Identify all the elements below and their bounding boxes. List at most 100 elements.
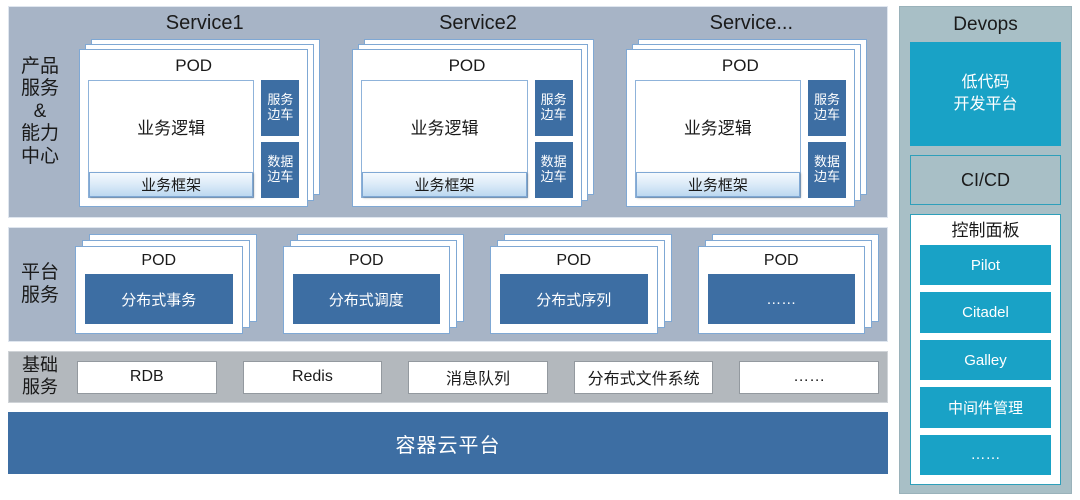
- data-sidecar: 数据 边车: [534, 142, 573, 198]
- service-title: Service1: [165, 12, 244, 34]
- layer-container-cloud-platform: 容器云平台: [8, 412, 888, 474]
- basic-service-item[interactable]: RDB: [77, 360, 217, 394]
- sidecar-line: 边车: [267, 107, 294, 122]
- pod-stack: POD 业务逻辑 业务框架 服务: [625, 39, 867, 207]
- business-box: 业务逻辑 业务框架: [634, 80, 801, 198]
- platform-pod-1[interactable]: POD 分布式事务: [75, 234, 257, 334]
- layer-stack: 产品 服务 & 能力 中心 Service1: [8, 6, 888, 494]
- basic-services-body: RDB Redis 消息队列 分布式文件系统 ……: [71, 352, 887, 402]
- sidecar-line: 数据: [813, 154, 840, 170]
- sidecar-line: 边车: [267, 169, 294, 184]
- business-framework-bar: 业务框架: [635, 172, 800, 197]
- business-box: 业务逻辑 业务框架: [361, 80, 528, 198]
- pod-title: POD: [763, 252, 799, 269]
- label-line: 服务: [20, 284, 59, 306]
- sidecar-line: 服务: [540, 92, 567, 108]
- pod-title: POD: [721, 56, 759, 75]
- layer-basic-service: 基础 服务 RDB Redis 消息队列 分布式文件系统 ……: [8, 351, 888, 403]
- label-line: 产品: [20, 55, 59, 77]
- service-column-3[interactable]: Service... POD 业务逻辑 业务框: [622, 11, 881, 211]
- sidecar-line: 边车: [540, 107, 567, 122]
- pod-title: POD: [141, 252, 177, 269]
- sidecar-line: 服务: [267, 92, 294, 108]
- platform-pod-2[interactable]: POD 分布式调度: [282, 234, 464, 334]
- pod-title: POD: [448, 56, 486, 75]
- control-panel-item-pilot[interactable]: Pilot: [920, 245, 1051, 286]
- sidecar-group: 服务 边车 数据 边车: [534, 80, 573, 198]
- control-panel-list: Pilot Citadel Galley 中间件管理 ……: [920, 245, 1051, 476]
- pod-title: POD: [556, 252, 592, 269]
- control-panel-item-citadel[interactable]: Citadel: [920, 292, 1051, 333]
- pod-card[interactable]: POD 业务逻辑 业务框架 服务: [625, 49, 855, 207]
- sidecar-line: 边车: [813, 169, 840, 184]
- layer-platform-service: 平台 服务 POD 分布式事务: [8, 227, 888, 342]
- service-sidecar: 服务 边车: [261, 80, 300, 136]
- business-framework-bar: 业务框架: [89, 172, 254, 197]
- pod-card[interactable]: POD 分布式事务: [75, 246, 243, 334]
- pod-stack: POD 分布式序列: [490, 234, 672, 334]
- business-box: 业务逻辑 业务框架: [88, 80, 255, 198]
- devops-panel: Devops 低代码 开发平台 CI/CD 控制面板 Pilot Citadel…: [899, 6, 1072, 494]
- control-panel-item-galley[interactable]: Galley: [920, 339, 1051, 381]
- service-columns-body: Service1 POD 业务逻辑 业务框架: [71, 7, 887, 217]
- service-sidecar: 服务 边车: [534, 80, 573, 136]
- label-line: 服务: [20, 78, 59, 100]
- pod-stack: POD 业务逻辑 业务框架 服务: [352, 39, 594, 207]
- service-sidecar: 服务 边车: [807, 80, 846, 136]
- layer-product-service-label: 产品 服务 & 能力 中心: [9, 7, 71, 217]
- pod-stack: POD ……: [697, 234, 879, 334]
- basic-service-item[interactable]: Redis: [242, 360, 383, 394]
- control-panel-item-middleware[interactable]: 中间件管理: [920, 387, 1051, 428]
- control-panel-card: 控制面板 Pilot Citadel Galley 中间件管理 ……: [910, 214, 1061, 485]
- data-sidecar: 数据 边车: [261, 142, 300, 198]
- platform-pods-body: POD 分布式事务 POD: [71, 228, 887, 341]
- container-platform-label: 容器云平台: [395, 434, 501, 457]
- platform-service-chip: 分布式序列: [500, 274, 648, 324]
- layer-platform-service-label: 平台 服务: [9, 228, 71, 341]
- cicd-card[interactable]: CI/CD: [910, 155, 1061, 205]
- service-column-2[interactable]: Service2 POD 业务逻辑 业务框架: [348, 11, 607, 211]
- layer-basic-service-label: 基础 服务: [9, 352, 71, 402]
- sidecar-group: 服务 边车 数据 边车: [261, 80, 300, 198]
- label-line: 中心: [20, 145, 59, 167]
- label-line: 服务: [22, 377, 58, 397]
- sidecar-line: 服务: [813, 92, 840, 108]
- service-title: Service2: [439, 12, 517, 34]
- label-line: 平台: [20, 262, 59, 284]
- pod-card[interactable]: POD 分布式调度: [282, 246, 450, 334]
- label-line: &: [33, 100, 47, 122]
- pod-title: POD: [348, 252, 384, 269]
- platform-pod-3[interactable]: POD 分布式序列: [490, 234, 672, 334]
- platform-pod-4[interactable]: POD ……: [697, 234, 879, 334]
- platform-service-chip: 分布式调度: [292, 274, 440, 324]
- pod-stack: POD 分布式事务: [75, 234, 257, 334]
- pod-title: POD: [175, 56, 213, 75]
- devops-title: Devops: [953, 14, 1018, 35]
- pod-card[interactable]: POD ……: [697, 246, 865, 334]
- basic-service-item[interactable]: 分布式文件系统: [573, 360, 714, 394]
- service-title: Service...: [709, 12, 793, 34]
- platform-service-chip: ……: [707, 274, 855, 324]
- pod-card[interactable]: POD 业务逻辑 业务框架 服务: [79, 49, 309, 207]
- pod-stack: POD 分布式调度: [282, 234, 464, 334]
- service-column-1[interactable]: Service1 POD 业务逻辑 业务框架: [75, 11, 334, 211]
- sidecar-line: 边车: [813, 107, 840, 122]
- sidecar-line: 数据: [267, 154, 294, 170]
- low-code-platform-card[interactable]: 低代码 开发平台: [910, 42, 1061, 146]
- pod-stack: POD 业务逻辑 业务框架 服务: [79, 39, 321, 207]
- basic-service-item[interactable]: ……: [739, 360, 879, 394]
- layer-product-service: 产品 服务 & 能力 中心 Service1: [8, 6, 888, 218]
- pod-card[interactable]: POD 分布式序列: [490, 246, 658, 334]
- low-code-line: 开发平台: [953, 96, 1018, 113]
- business-logic-label: 业务逻辑: [410, 119, 479, 138]
- label-line: 能力: [20, 123, 59, 145]
- business-framework-bar: 业务框架: [362, 172, 527, 197]
- basic-service-item[interactable]: 消息队列: [408, 360, 548, 394]
- business-logic-label: 业务逻辑: [137, 119, 206, 138]
- low-code-line: 低代码: [961, 73, 1010, 91]
- pod-card[interactable]: POD 业务逻辑 业务框架 服务: [352, 49, 582, 207]
- platform-service-chip: 分布式事务: [85, 274, 233, 324]
- control-panel-item-more[interactable]: ……: [920, 434, 1051, 476]
- business-logic-label: 业务逻辑: [683, 119, 752, 138]
